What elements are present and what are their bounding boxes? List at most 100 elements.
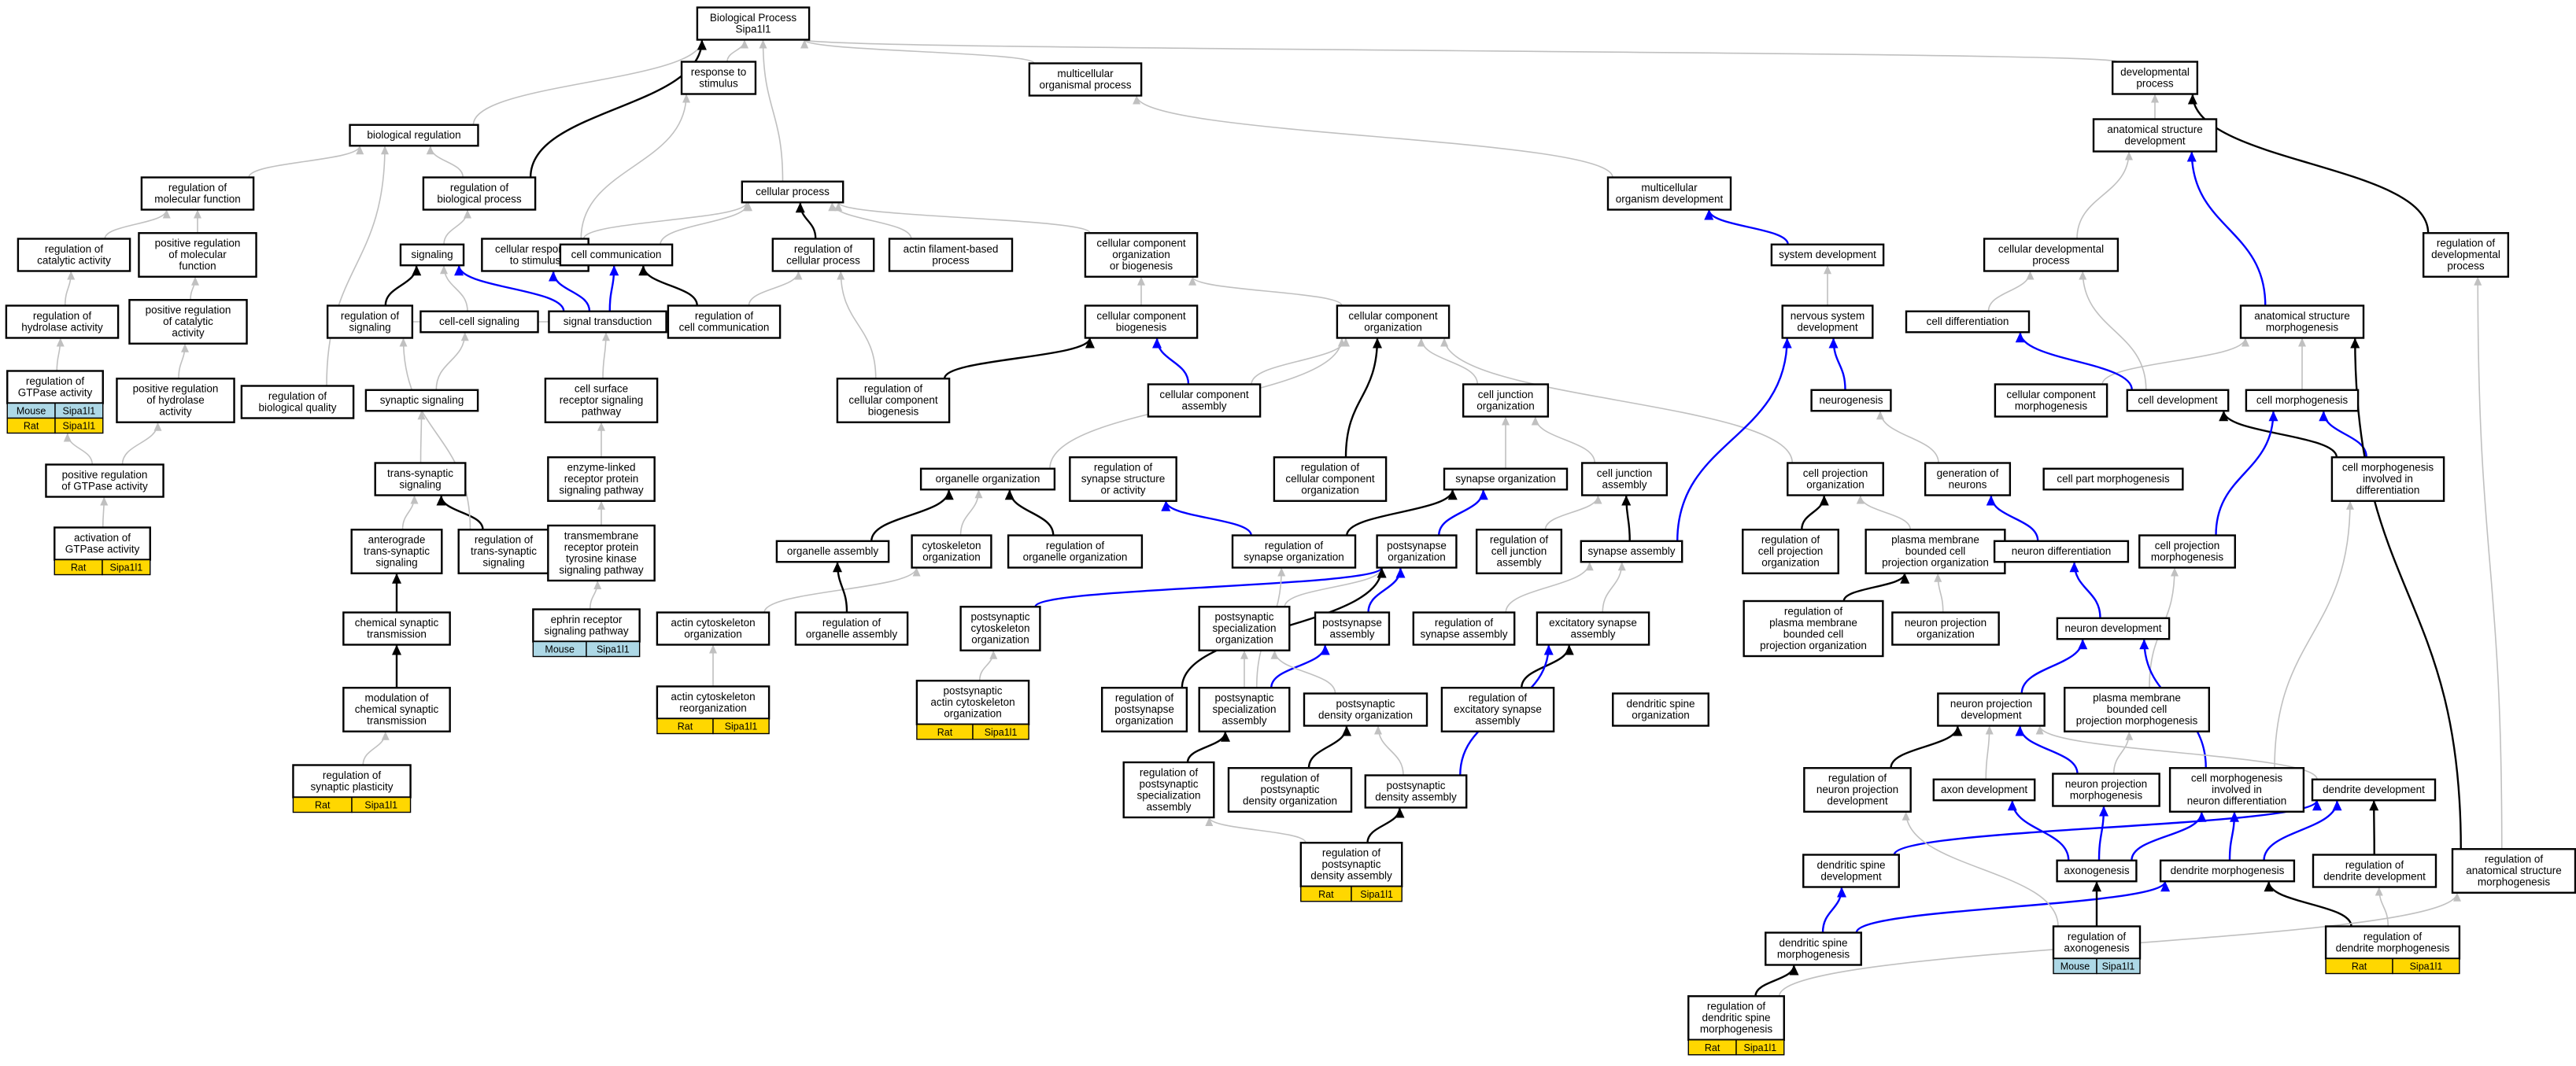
edge-path (2015, 332, 2133, 390)
edge-path (638, 265, 698, 306)
go-term-label: biological regulation (367, 129, 460, 141)
go-term-label: excitatory synapse (1454, 703, 1542, 715)
gene-cell (586, 640, 641, 658)
go-term-label: cytoskeleton (922, 540, 981, 551)
go-term-label: axonogenesis (2064, 865, 2130, 876)
go-term-box (1303, 692, 1428, 727)
go-term-box (1891, 611, 2000, 646)
go-term-label: signal transduction (564, 315, 652, 327)
go-term-label: regulation of (168, 182, 227, 194)
edge-path (870, 489, 954, 541)
go-term-label: cellular component (1096, 310, 1186, 322)
go-term-box (1028, 62, 1143, 97)
go-term-node: organelle organization (919, 467, 1056, 491)
blue-edge (1161, 500, 1252, 536)
edge-path (1821, 887, 1846, 933)
gray-edge (440, 265, 468, 312)
go-term-label: morphogenesis (2151, 551, 2224, 563)
go-term-label: cellular component (1159, 389, 1249, 400)
go-term-label: cellular component (1096, 238, 1186, 249)
go-term-label: cell part morphogenesis (2057, 473, 2170, 485)
black-edge (436, 495, 484, 530)
go-term-label: neurogenesis (1819, 394, 1883, 406)
go-term-label: regulation of (695, 310, 754, 322)
edge-path (1440, 338, 1794, 463)
go-term-label: stimulus (699, 77, 738, 89)
gray-edge (837, 271, 877, 379)
black-edge (870, 489, 954, 541)
go-term-label: development (2124, 135, 2186, 146)
go-term-label: of molecular (168, 249, 227, 260)
gray-edge (1374, 725, 1404, 776)
go-term-label: neuron projection (1950, 698, 2032, 710)
gray-edge (589, 580, 602, 610)
edge-path (2079, 271, 2147, 390)
gene-label: Sipa1l1 (63, 406, 96, 417)
go-term-box (2056, 617, 2171, 640)
go-term-label: assembly (1602, 478, 1646, 490)
go-term-label: activation of (74, 532, 131, 544)
go-term-box (771, 238, 875, 272)
edge-path (1704, 209, 1789, 245)
edge-path (248, 145, 364, 178)
edge-path (1186, 731, 1230, 763)
go-term-label: regulation of (864, 383, 923, 395)
go-term-label: trans-synaptic (471, 545, 537, 557)
go-term-label: differentiation (2356, 485, 2420, 496)
edge-path (1034, 566, 1387, 608)
edge-path (2069, 562, 2101, 618)
go-term-label: organization (971, 634, 1029, 646)
edge-path (2186, 151, 2267, 306)
go-term-label: of catalytic (163, 315, 213, 327)
go-term-box (1084, 232, 1199, 278)
edge-path (1133, 95, 1613, 178)
go-term-label: biological quality (258, 401, 336, 413)
edge-path (1205, 817, 1306, 843)
gray-edge (1856, 495, 1912, 530)
go-term-label: development (1961, 709, 2022, 721)
go-term-label: cellular component (2006, 389, 2096, 400)
go-term-label: regulation of (1265, 540, 1324, 551)
go-term-box (1781, 304, 1874, 339)
go-term-box (1865, 529, 2006, 574)
gray-edge (56, 338, 65, 371)
go-term-label: organization (684, 628, 742, 640)
go-term-box (1743, 599, 1884, 658)
edge-path (178, 343, 189, 379)
gray-edge (1985, 725, 1994, 780)
go-term-box (1364, 774, 1468, 809)
go-term-label: plasma membrane (1769, 617, 1857, 629)
gray-edge (1205, 817, 1306, 843)
go-term-label: regulation of (2363, 931, 2423, 942)
go-term-node: cell-cell signaling (419, 310, 539, 334)
go-term-box (2056, 859, 2138, 883)
go-term-node: neuron development (2056, 617, 2171, 640)
gray-edge (1505, 562, 1594, 613)
go-term-label: specialization (1212, 622, 1276, 634)
go-term-label: generation of (1937, 467, 1999, 479)
go-term-box (1810, 389, 1892, 412)
go-term-label: postsynapse (1387, 540, 1447, 551)
go-term-label: bounded cell (1905, 545, 1966, 557)
go-term-label: assembly (1329, 628, 1374, 640)
gray-edge (828, 202, 912, 239)
black-edge (833, 562, 848, 613)
go-term-label: cell-cell signaling (439, 315, 519, 327)
blue-edge (2215, 411, 2278, 536)
go-term-label: neuron projection (2065, 778, 2147, 790)
go-term-box (794, 611, 909, 646)
gray-edge (1270, 650, 1336, 694)
go-term-label: developmental (2431, 249, 2500, 260)
